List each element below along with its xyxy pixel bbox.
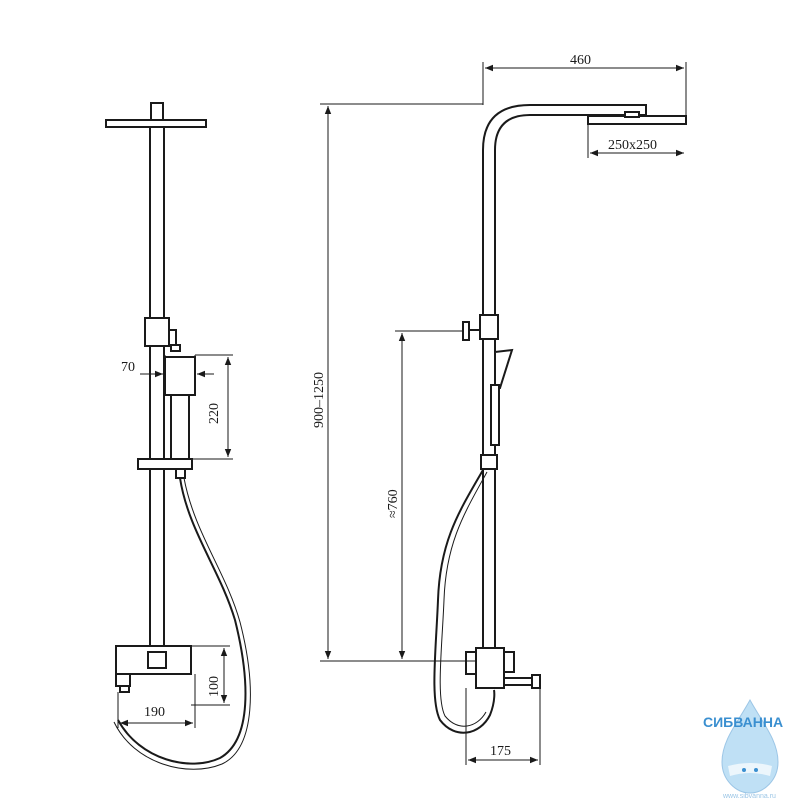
brand-name: СИБВАННА bbox=[703, 714, 783, 730]
front-hose bbox=[117, 477, 247, 765]
side-bracket bbox=[479, 314, 499, 340]
front-hose-nipple bbox=[175, 468, 186, 479]
sibvanna-logo: СИБВАННА www.sibvanna.ru bbox=[703, 698, 783, 800]
side-mixer-handle bbox=[465, 651, 477, 675]
front-mixer-body bbox=[115, 645, 192, 675]
front-hand-shower-handle bbox=[170, 394, 190, 461]
side-view: 460 250x250 900–1250 ≈760 175 bbox=[312, 53, 687, 765]
side-hand-handle bbox=[490, 384, 500, 446]
side-mixer-body bbox=[475, 647, 505, 689]
side-slider bbox=[480, 454, 498, 470]
front-hand-shower-head bbox=[164, 356, 196, 396]
front-diverter-knob bbox=[169, 329, 177, 345]
front-mixer-center bbox=[147, 651, 167, 669]
side-bracket-knob bbox=[462, 321, 470, 341]
side-hose bbox=[433, 469, 496, 734]
dim-spout-depth: 175 bbox=[490, 744, 511, 759]
dim-mixer-height: 100 bbox=[207, 676, 222, 697]
front-shower-head bbox=[105, 119, 207, 128]
dim-head-reach: 460 bbox=[570, 53, 591, 68]
side-riser-pipe bbox=[482, 104, 647, 650]
front-spout bbox=[115, 673, 131, 687]
front-spout-tip bbox=[119, 685, 130, 693]
brand-url: www.sibvanna.ru bbox=[722, 793, 776, 800]
side-head-connector bbox=[624, 111, 640, 118]
dim-holder-length: 220 bbox=[207, 403, 222, 424]
front-view: 70 220 100 190 bbox=[105, 102, 251, 770]
side-hand-shower bbox=[494, 348, 514, 389]
dim-holder-width: 70 bbox=[121, 360, 135, 375]
front-head-connector bbox=[150, 102, 164, 121]
dim-head-size: 250x250 bbox=[608, 138, 657, 153]
front-riser-pipe bbox=[149, 126, 165, 653]
dim-bracket-height: ≈760 bbox=[386, 489, 401, 518]
front-diverter-block bbox=[144, 317, 170, 347]
front-diverter-knob-end bbox=[170, 344, 181, 352]
front-slider bbox=[137, 458, 193, 470]
dim-height-range: 900–1250 bbox=[312, 372, 327, 428]
side-mixer-outlet bbox=[503, 651, 515, 673]
dim-mixer-width: 190 bbox=[144, 705, 165, 720]
